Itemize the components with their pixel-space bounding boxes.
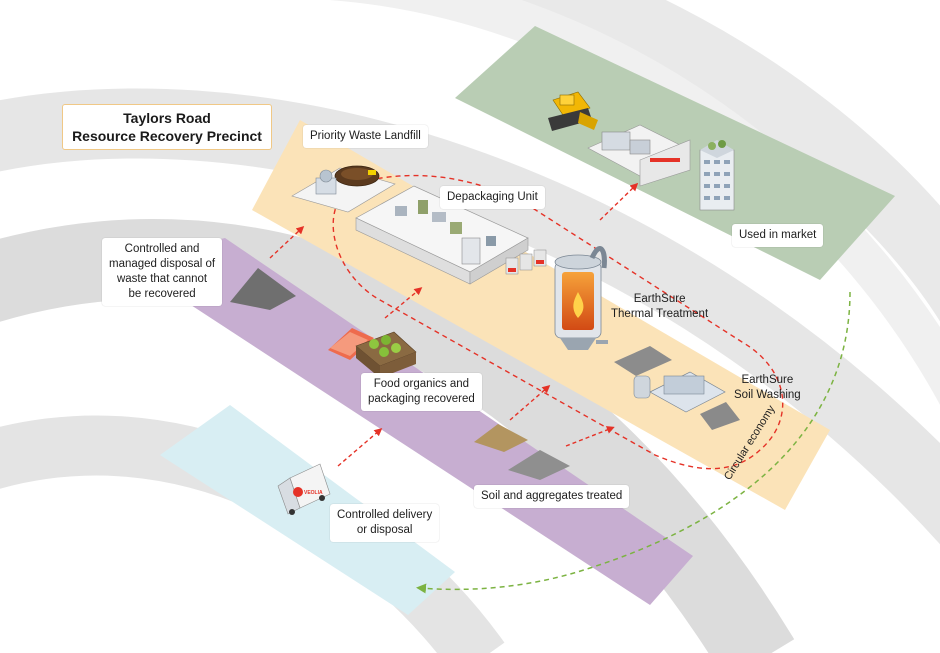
arrow-soil-to-washing xyxy=(565,426,615,447)
label-used-in-market: Used in market xyxy=(732,224,824,247)
soil-washing-line-2: Soil Washing xyxy=(734,389,801,401)
purple-zone xyxy=(125,238,693,605)
depackaging-unit-illustration xyxy=(355,185,547,285)
label-controlled-delivery: Controlled delivery or disposal xyxy=(330,504,440,542)
flow-arrows xyxy=(269,182,639,467)
arrow-to-market xyxy=(599,182,639,221)
blue-zone xyxy=(160,405,455,615)
arrow-to-landfill xyxy=(269,225,305,259)
delivery-truck-illustration: VEOLIA xyxy=(277,463,331,515)
label-soil-washing: EarthSure Soil Washing xyxy=(734,373,801,403)
arrow-to-depackaging xyxy=(384,287,423,319)
truck-brand-text: VEOLIA xyxy=(304,490,323,496)
arrow-soil-to-loop xyxy=(509,385,551,421)
delivery-line-1: Controlled delivery xyxy=(337,509,433,521)
thermal-line-2: Thermal Treatment xyxy=(611,308,709,320)
treatment-loop xyxy=(332,174,784,470)
label-food-organics: Food organics and packaging recovered xyxy=(361,373,482,411)
controlled-line-4: be recovered xyxy=(128,288,196,300)
controlled-line-1: Controlled and xyxy=(124,243,200,255)
circular-economy-arrow xyxy=(416,291,851,594)
soil-washing-line-1: EarthSure xyxy=(741,374,794,386)
food-line-2: packaging recovered xyxy=(368,393,475,405)
delivery-line-2: or disposal xyxy=(356,524,413,536)
thermal-line-1: EarthSure xyxy=(633,293,686,305)
label-thermal-treatment: EarthSure Thermal Treatment xyxy=(611,292,708,322)
controlled-line-2: managed disposal of xyxy=(109,258,216,270)
waste-pile-illustration xyxy=(230,268,296,310)
bulldozer-illustration xyxy=(548,91,598,131)
thermal-treatment-illustration xyxy=(554,246,608,350)
title-line-2: Resource Recovery Precinct xyxy=(72,128,262,144)
label-soil-aggregates-treated: Soil and aggregates treated xyxy=(474,485,630,508)
arrow-to-food xyxy=(337,428,383,467)
label-depackaging-unit: Depackaging Unit xyxy=(440,186,545,209)
food-line-1: Food organics and xyxy=(373,378,470,390)
landfill-illustration xyxy=(291,165,396,213)
controlled-line-3: waste that cannot xyxy=(116,273,208,285)
label-priority-waste-landfill: Priority Waste Landfill xyxy=(303,125,428,148)
market-buildings-illustration xyxy=(587,124,735,211)
title-line-1: Taylors Road xyxy=(123,110,211,126)
label-controlled-disposal: Controlled and managed disposal of waste… xyxy=(102,238,223,306)
food-organics-illustration xyxy=(328,328,417,378)
soil-aggregates-illustration xyxy=(474,424,570,480)
page-title: Taylors Road Resource Recovery Precinct xyxy=(62,104,272,150)
soil-washing-illustration xyxy=(614,346,740,430)
